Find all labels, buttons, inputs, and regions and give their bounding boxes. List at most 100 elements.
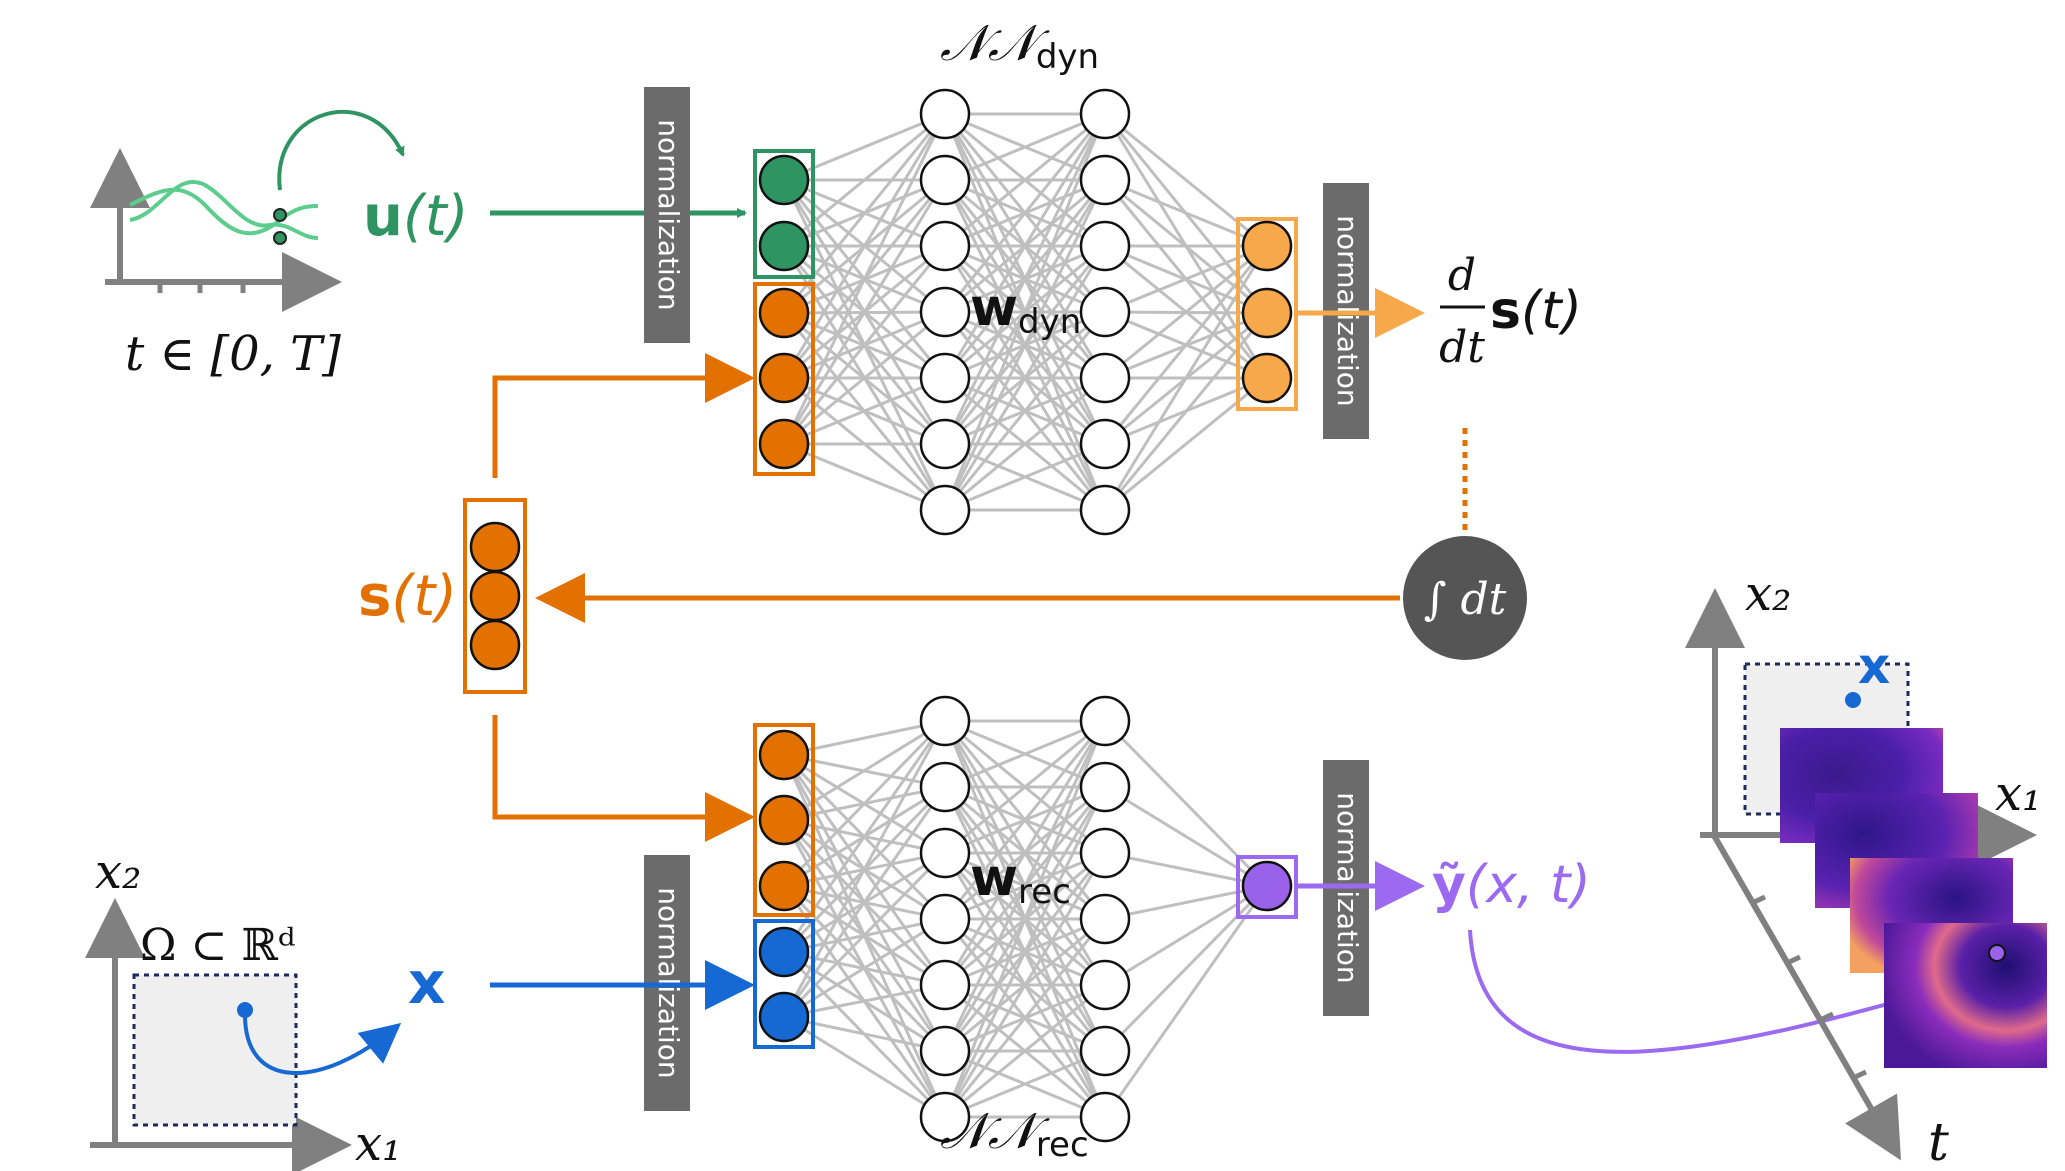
hidden-neuron-rec	[1079, 827, 1131, 879]
ds-output-group-box	[1236, 217, 1298, 411]
hidden-neuron-dyn	[1079, 352, 1131, 404]
input-neuron-rec	[758, 794, 810, 846]
signal-curve-1	[129, 187, 319, 236]
hidden-neuron-dyn	[1079, 88, 1131, 140]
network-connection	[1103, 885, 1269, 1118]
network-connection	[782, 851, 947, 1019]
y-output-group-box	[1236, 855, 1298, 919]
integral-circle-icon: ∫ dt	[1403, 536, 1527, 660]
state-neuron	[469, 619, 521, 671]
domain-point-arrow	[243, 1014, 402, 1075]
network-connection	[782, 113, 947, 445]
network-connection	[783, 719, 946, 822]
x1-axis-label-right: x₁	[1995, 766, 2041, 822]
input-signal-plot	[90, 109, 405, 312]
hidden-neuron-rec	[1079, 761, 1131, 813]
ds-state: s(t)	[1490, 281, 1582, 341]
state-to-rec-arrow	[492, 715, 755, 842]
state-neuron	[469, 521, 521, 573]
tick-mark	[1785, 954, 1802, 966]
hidden-neuron-dyn	[1079, 154, 1131, 206]
sample-arrow	[277, 109, 405, 191]
ds-dt-label: d dt s(t)	[1439, 250, 1582, 373]
integral-circle	[1403, 536, 1527, 660]
network-connection	[944, 983, 1106, 1119]
network-connection	[783, 376, 946, 446]
network-connection	[782, 179, 947, 445]
network-connection	[943, 311, 1107, 511]
input-neuron-rec	[758, 729, 810, 781]
hidden-neuron-dyn	[919, 220, 971, 272]
hidden-neuron-dyn	[919, 154, 971, 206]
u-argument: (t)	[403, 184, 469, 249]
hidden-neuron-rec	[919, 761, 971, 813]
s-input-group-box-dyn	[753, 282, 815, 476]
hidden-neuron-rec	[1079, 893, 1131, 945]
output-neuron-dyn	[1241, 287, 1293, 339]
nn-dyn-symbol: 𝒩𝒩	[940, 14, 1050, 72]
tick-mark	[1851, 1069, 1868, 1081]
rec-network-connections	[782, 719, 1269, 1119]
u-of-t-label: u(t)	[363, 184, 469, 249]
field-output-point	[1988, 944, 2006, 962]
input-neuron-rec	[758, 991, 810, 1043]
hidden-neuron-dyn	[919, 484, 971, 536]
network-connection	[943, 113, 1107, 379]
ds-s-symbol: s	[1490, 281, 1521, 341]
hidden-neuron-rec	[1079, 695, 1131, 747]
hidden-neuron-rec	[1079, 1091, 1131, 1143]
signal-curve-2	[129, 180, 319, 240]
network-connection	[1103, 312, 1269, 511]
output-neuron-dyn	[1241, 352, 1293, 404]
s-argument: (t)	[391, 564, 457, 629]
input-neuron-dyn	[758, 287, 810, 339]
input-neuron-rec	[758, 926, 810, 978]
network-connection	[943, 113, 1107, 313]
network-connection	[782, 245, 947, 445]
omega-label: Ω ⊂ ℝᵈ	[140, 920, 295, 971]
output-neuron-rec	[1241, 860, 1293, 912]
nn-dyn-subscript: dyn	[1036, 37, 1099, 77]
hidden-neuron-dyn	[919, 286, 971, 338]
w-dyn-label: wdyn	[970, 278, 1081, 342]
dyn-network-connections	[782, 112, 1269, 512]
network-connection	[943, 786, 1107, 1118]
hidden-neuron-dyn	[919, 352, 971, 404]
spatiotemporal-field-plot	[1685, 588, 2047, 1161]
hidden-neuron-rec	[1079, 1025, 1131, 1077]
x2-axis-label-right: x₂	[1745, 566, 1791, 622]
heatmap-frame-4	[1884, 923, 2047, 1068]
field-domain-point	[1845, 692, 1861, 708]
w-rec-subscript: rec	[1018, 872, 1071, 912]
hidden-neuron-dyn	[1079, 418, 1131, 470]
hidden-neuron-rec	[1079, 959, 1131, 1011]
network-connection	[944, 442, 1106, 512]
field-t-axis	[1709, 830, 1901, 1161]
network-connection	[944, 376, 1106, 512]
x-input-label: x	[408, 949, 445, 1017]
state-neuron	[469, 570, 521, 622]
nn-rec-symbol: 𝒩𝒩	[940, 1102, 1050, 1160]
network-connection	[783, 719, 946, 757]
w-rec-label: wrec	[970, 848, 1071, 912]
x2-axis-label-left: x₂	[95, 844, 141, 900]
network-connection	[943, 720, 1107, 920]
time-domain-label: t ∈ [0, T]	[125, 326, 341, 382]
network-connection	[783, 310, 946, 446]
network-connection	[783, 1015, 946, 1119]
network-connection	[943, 113, 1107, 511]
hidden-neuron-rec	[919, 695, 971, 747]
ds-argument: (t)	[1521, 281, 1582, 341]
normalization-bar-rect	[644, 87, 690, 343]
network-connection	[782, 113, 947, 379]
network-connection	[943, 720, 1107, 1052]
ds-numerator: d	[1448, 250, 1476, 301]
network-connection	[783, 983, 946, 1019]
w-rec-symbol: w	[970, 848, 1018, 908]
network-connection	[944, 719, 1106, 855]
u-input-group-box	[753, 149, 815, 279]
hidden-neuron-rec	[919, 959, 971, 1011]
network-connection	[944, 112, 1106, 248]
network-connection	[944, 719, 1106, 789]
